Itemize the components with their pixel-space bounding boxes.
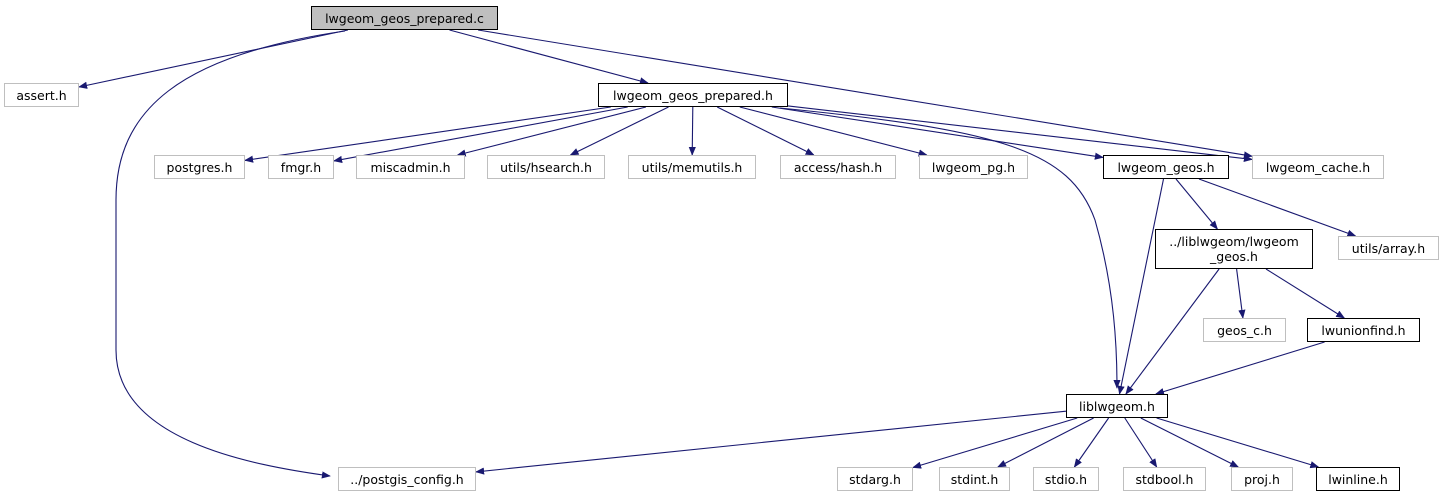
node-proj: proj.h <box>1231 467 1293 491</box>
node-fmgr: fmgr.h <box>268 155 334 179</box>
node-config: ../postgis_config.h <box>338 467 476 491</box>
node-label: lwunionfind.h <box>1321 322 1406 338</box>
edge-prep_h-to-memutils <box>688 106 696 156</box>
node-label: stdarg.h <box>849 471 901 487</box>
node-label-line: ../liblwgeom/lwgeom <box>1169 234 1299 249</box>
node-memutils: utils/memutils.h <box>628 155 756 179</box>
node-label: lwgeom_geos.h <box>1117 159 1215 175</box>
node-label: utils/array.h <box>1351 240 1426 256</box>
node-array: utils/array.h <box>1338 236 1439 260</box>
edge-geos_h-to-liblwgeos <box>1175 178 1218 230</box>
node-label: ../postgis_config.h <box>350 471 464 487</box>
edge-liblwgeom-to-config <box>475 410 1067 475</box>
edge-root-to-cache <box>478 29 1253 159</box>
edge-prep_h-to-cache <box>787 105 1253 163</box>
edge-prep_h-to-geos_h <box>771 106 1104 160</box>
node-stdio: stdio.h <box>1033 467 1099 491</box>
node-label: liblwgeom.h <box>1079 398 1155 414</box>
node-label: stdint.h <box>950 471 999 487</box>
edge-prep_h-to-fmgr <box>333 106 628 163</box>
edge-liblwgeom-to-stdio <box>1073 417 1110 468</box>
edge-prep_h-to-liblwgeom <box>779 107 1121 389</box>
node-root[interactable]: lwgeom_geos_prepared.c <box>311 6 498 30</box>
edge-root-to-config <box>115 30 346 479</box>
node-label: proj.h <box>1244 471 1280 487</box>
node-prep-h[interactable]: lwgeom_geos_prepared.h <box>598 83 788 107</box>
edge-liblwgeom-to-stdint <box>997 417 1094 468</box>
node-hsearch: utils/hsearch.h <box>487 155 605 179</box>
node-geos-c: geos_c.h <box>1203 318 1286 342</box>
node-label: lwgeom_geos_prepared.h <box>613 87 773 103</box>
node-miscadmin: miscadmin.h <box>356 155 465 179</box>
node-cache: lwgeom_cache.h <box>1252 155 1384 179</box>
node-label: stdbool.h <box>1135 471 1194 487</box>
edge-prep_h-to-hash <box>716 106 815 156</box>
node-label: miscadmin.h <box>370 159 451 175</box>
node-postgres: postgres.h <box>154 155 245 179</box>
node-label-line: _geos.h <box>1210 249 1258 264</box>
node-stdbool: stdbool.h <box>1123 467 1206 491</box>
edge-liblwgeom-to-proj <box>1140 417 1240 468</box>
node-liblwgeos[interactable]: ../liblwgeom/lwgeom_geos.h <box>1155 229 1313 269</box>
edge-liblwgeos-to-liblwgeom <box>1125 268 1220 395</box>
edge-prep_h-to-postgres <box>244 106 611 163</box>
node-liblwgeom[interactable]: liblwgeom.h <box>1066 394 1168 418</box>
edge-prep_h-to-lwpg <box>739 106 928 157</box>
node-assert: assert.h <box>4 83 79 107</box>
edge-geos_h-to-liblwgeom <box>1117 178 1165 395</box>
edge-root-to-prep_h <box>449 29 649 85</box>
node-label: fmgr.h <box>280 159 322 175</box>
node-lwpg: lwgeom_pg.h <box>919 155 1028 179</box>
edge-prep_h-to-hsearch <box>569 106 669 156</box>
node-label: assert.h <box>16 87 67 103</box>
edge-liblwgeos-to-geos_c <box>1236 268 1246 319</box>
node-label: lwgeom_pg.h <box>931 159 1016 175</box>
node-label: lwgeom_geos_prepared.c <box>325 10 484 26</box>
node-geos-h[interactable]: lwgeom_geos.h <box>1103 155 1229 179</box>
edge-geos_h-to-array <box>1198 178 1357 237</box>
node-label: utils/memutils.h <box>641 159 743 175</box>
node-unionfind[interactable]: lwunionfind.h <box>1307 318 1420 342</box>
edge-liblwgeom-to-stdbool <box>1124 417 1158 468</box>
node-label: lwgeom_cache.h <box>1265 159 1371 175</box>
node-hash: access/hash.h <box>780 155 896 179</box>
edge-liblwgeos-to-unionfind <box>1265 268 1346 319</box>
dependency-edges <box>78 29 1357 479</box>
node-label: stdio.h <box>1044 471 1088 487</box>
node-label: postgres.h <box>166 159 233 175</box>
edge-unionfind-to-liblwgeom <box>1155 341 1325 396</box>
node-stdarg: stdarg.h <box>837 467 913 491</box>
edge-prep_h-to-miscadmin <box>456 106 647 157</box>
edge-root-to-assert <box>78 29 349 89</box>
node-stdint: stdint.h <box>939 467 1010 491</box>
node-label: lwinline.h <box>1328 471 1388 487</box>
edge-liblwgeom-to-lwinline <box>1156 417 1320 469</box>
node-label: geos_c.h <box>1217 322 1272 338</box>
node-lwinline[interactable]: lwinline.h <box>1316 467 1400 491</box>
edge-liblwgeom-to-stdarg <box>912 417 1078 469</box>
node-label: access/hash.h <box>793 159 883 175</box>
node-label: utils/hsearch.h <box>500 159 592 175</box>
